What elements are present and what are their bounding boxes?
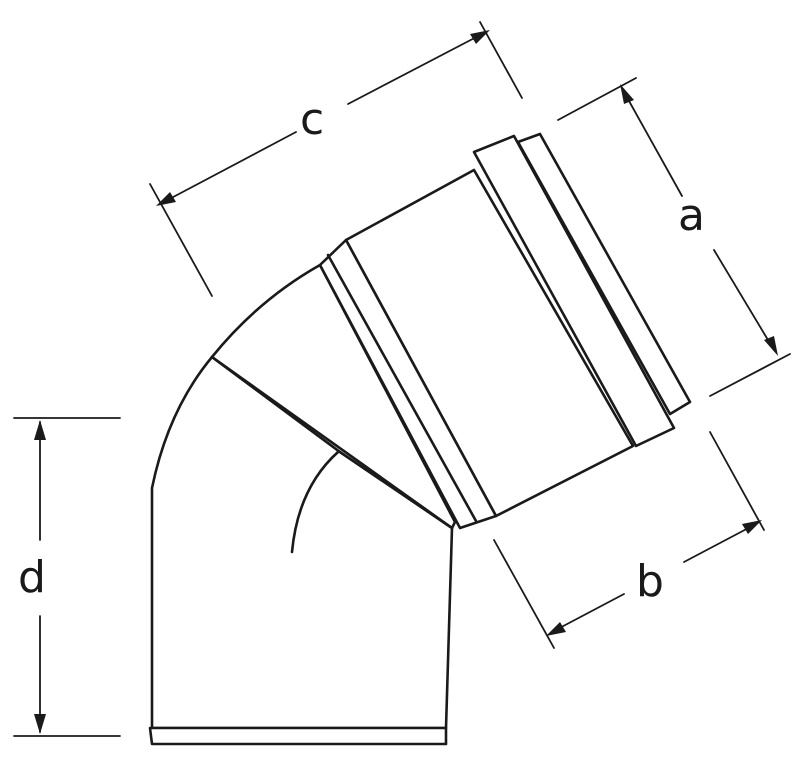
dimension-b-arrow-left — [546, 622, 566, 636]
collar-inner-line — [326, 253, 478, 523]
dimension-b-line-right — [683, 523, 757, 563]
dimension-b-arrow-right — [742, 520, 762, 534]
end-socket-ring — [472, 134, 676, 448]
dimension-c-arrow-right — [470, 30, 490, 44]
bottom-rim — [148, 726, 448, 746]
dimension-d-label: d — [18, 552, 46, 603]
dimension-a-line-upper — [623, 91, 683, 197]
dimension-a-arrow-bottom — [764, 336, 778, 356]
dimension-b-label: b — [636, 556, 664, 607]
dimension-c-line-left — [159, 131, 297, 205]
dimension-c-line-right — [347, 31, 487, 105]
dimension-d-arrow-top — [34, 420, 46, 440]
dimension-d: d — [13, 417, 121, 737]
dimension-a-arrow-top — [620, 84, 634, 104]
dimension-c-arrow-left — [156, 192, 176, 206]
pipe-elbow — [148, 132, 692, 746]
dimension-b: b — [493, 431, 765, 649]
elbow-seam — [210, 355, 454, 530]
dimension-a: a — [557, 77, 791, 397]
dimension-a-label: a — [678, 190, 705, 241]
middle-pipe-segment — [210, 263, 457, 530]
joint-collar — [318, 238, 498, 530]
inner-bend-curve — [290, 450, 340, 554]
dimension-c: c — [149, 21, 523, 297]
dimension-d-arrow-bottom — [34, 714, 46, 734]
end-socket-lip — [516, 132, 692, 416]
dimension-a-line-lower — [713, 249, 775, 351]
dimension-b-line-left — [551, 593, 625, 633]
dimension-c-label: c — [300, 94, 324, 145]
